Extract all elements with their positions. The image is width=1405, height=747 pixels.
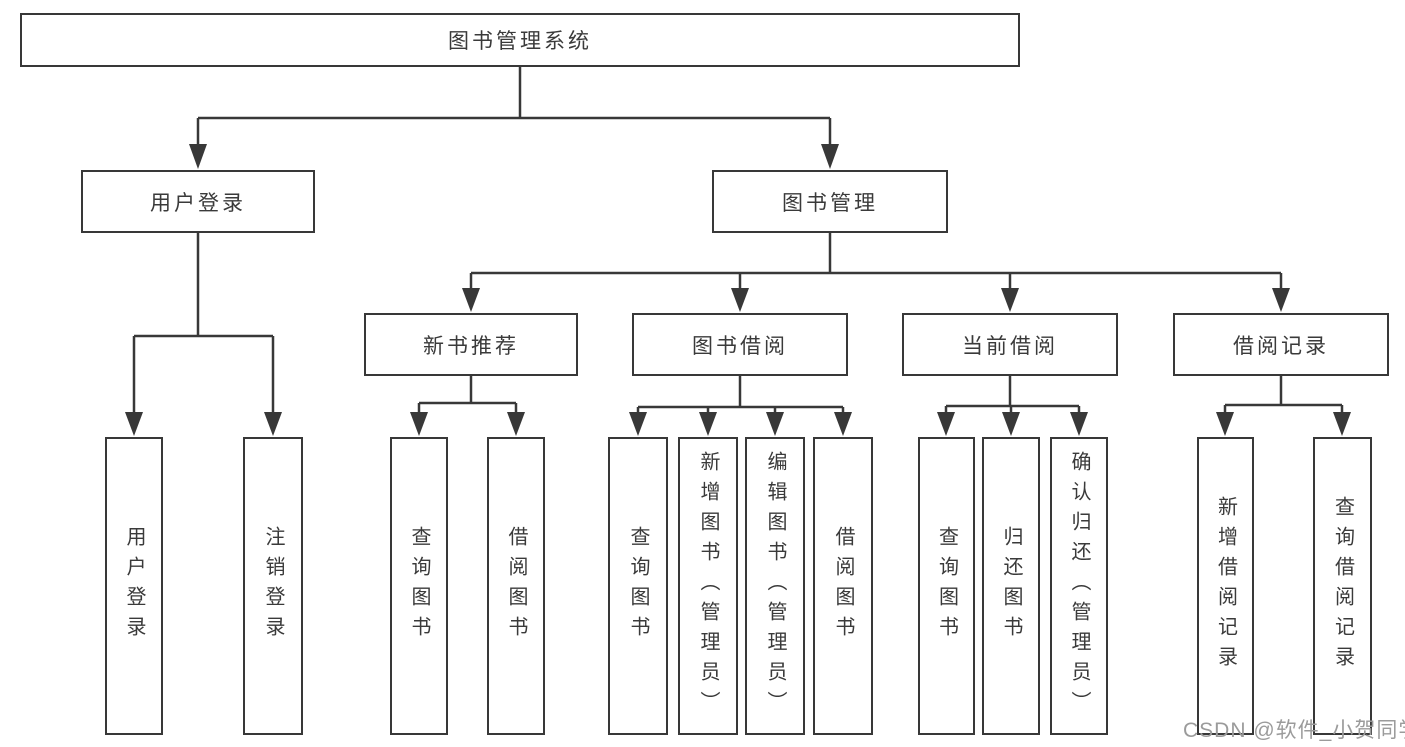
node-current-borrowing: 当前借阅: [902, 313, 1118, 376]
node-book-management-label: 图书管理: [782, 191, 878, 215]
csdn-watermark: CSDN @软件_小贺同学: [1183, 719, 1405, 742]
leaf-user-login-label: 用户登录: [123, 526, 145, 646]
leaf-query-books-recommend: 查询图书: [390, 437, 448, 735]
leaf-add-books-admin-label: 新增图书（管理员）: [697, 451, 719, 721]
node-book-management: 图书管理: [712, 170, 948, 233]
leaf-edit-books-admin: 编辑图书（管理员）: [745, 437, 805, 735]
leaf-borrow-books-recommend: 借阅图书: [487, 437, 545, 735]
leaf-add-borrow-record: 新增借阅记录: [1197, 437, 1254, 735]
node-borrow-records-label: 借阅记录: [1233, 334, 1329, 358]
node-new-book-recommend-label: 新书推荐: [423, 334, 519, 358]
leaf-logout-login-label: 注销登录: [262, 526, 284, 646]
node-library-system: 图书管理系统: [20, 13, 1020, 67]
node-book-borrowing: 图书借阅: [632, 313, 848, 376]
leaf-borrow-books-recommend-label: 借阅图书: [505, 526, 527, 646]
leaf-return-books-label: 归还图书: [1000, 526, 1022, 646]
leaf-query-books-current-label: 查询图书: [935, 526, 958, 646]
node-library-system-label: 图书管理系统: [448, 30, 592, 53]
leaf-query-books-current: 查询图书: [918, 437, 975, 735]
leaf-edit-books-admin-label: 编辑图书（管理员）: [764, 451, 786, 721]
leaf-add-books-admin: 新增图书（管理员）: [678, 437, 738, 735]
leaf-confirm-return-admin-label: 确认归还（管理员）: [1068, 451, 1090, 721]
node-user-login-label: 用户登录: [150, 191, 246, 215]
leaf-query-borrow-record: 查询借阅记录: [1313, 437, 1372, 735]
leaf-borrow-books-borrowing: 借阅图书: [813, 437, 873, 735]
leaf-borrow-books-borrowing-label: 借阅图书: [832, 526, 854, 646]
node-borrow-records: 借阅记录: [1173, 313, 1389, 376]
leaf-query-books-borrowing-label: 查询图书: [627, 526, 649, 646]
leaf-query-borrow-record-label: 查询借阅记录: [1331, 496, 1354, 676]
leaf-query-books-borrowing: 查询图书: [608, 437, 668, 735]
leaf-confirm-return-admin: 确认归还（管理员）: [1050, 437, 1108, 735]
leaf-return-books: 归还图书: [982, 437, 1040, 735]
node-book-borrowing-label: 图书借阅: [692, 334, 788, 358]
node-user-login: 用户登录: [81, 170, 315, 233]
leaf-user-login: 用户登录: [105, 437, 163, 735]
node-current-borrowing-label: 当前借阅: [962, 334, 1058, 358]
leaf-query-books-recommend-label: 查询图书: [408, 526, 430, 646]
node-new-book-recommend: 新书推荐: [364, 313, 578, 376]
leaf-add-borrow-record-label: 新增借阅记录: [1214, 496, 1237, 676]
leaf-logout-login: 注销登录: [243, 437, 303, 735]
